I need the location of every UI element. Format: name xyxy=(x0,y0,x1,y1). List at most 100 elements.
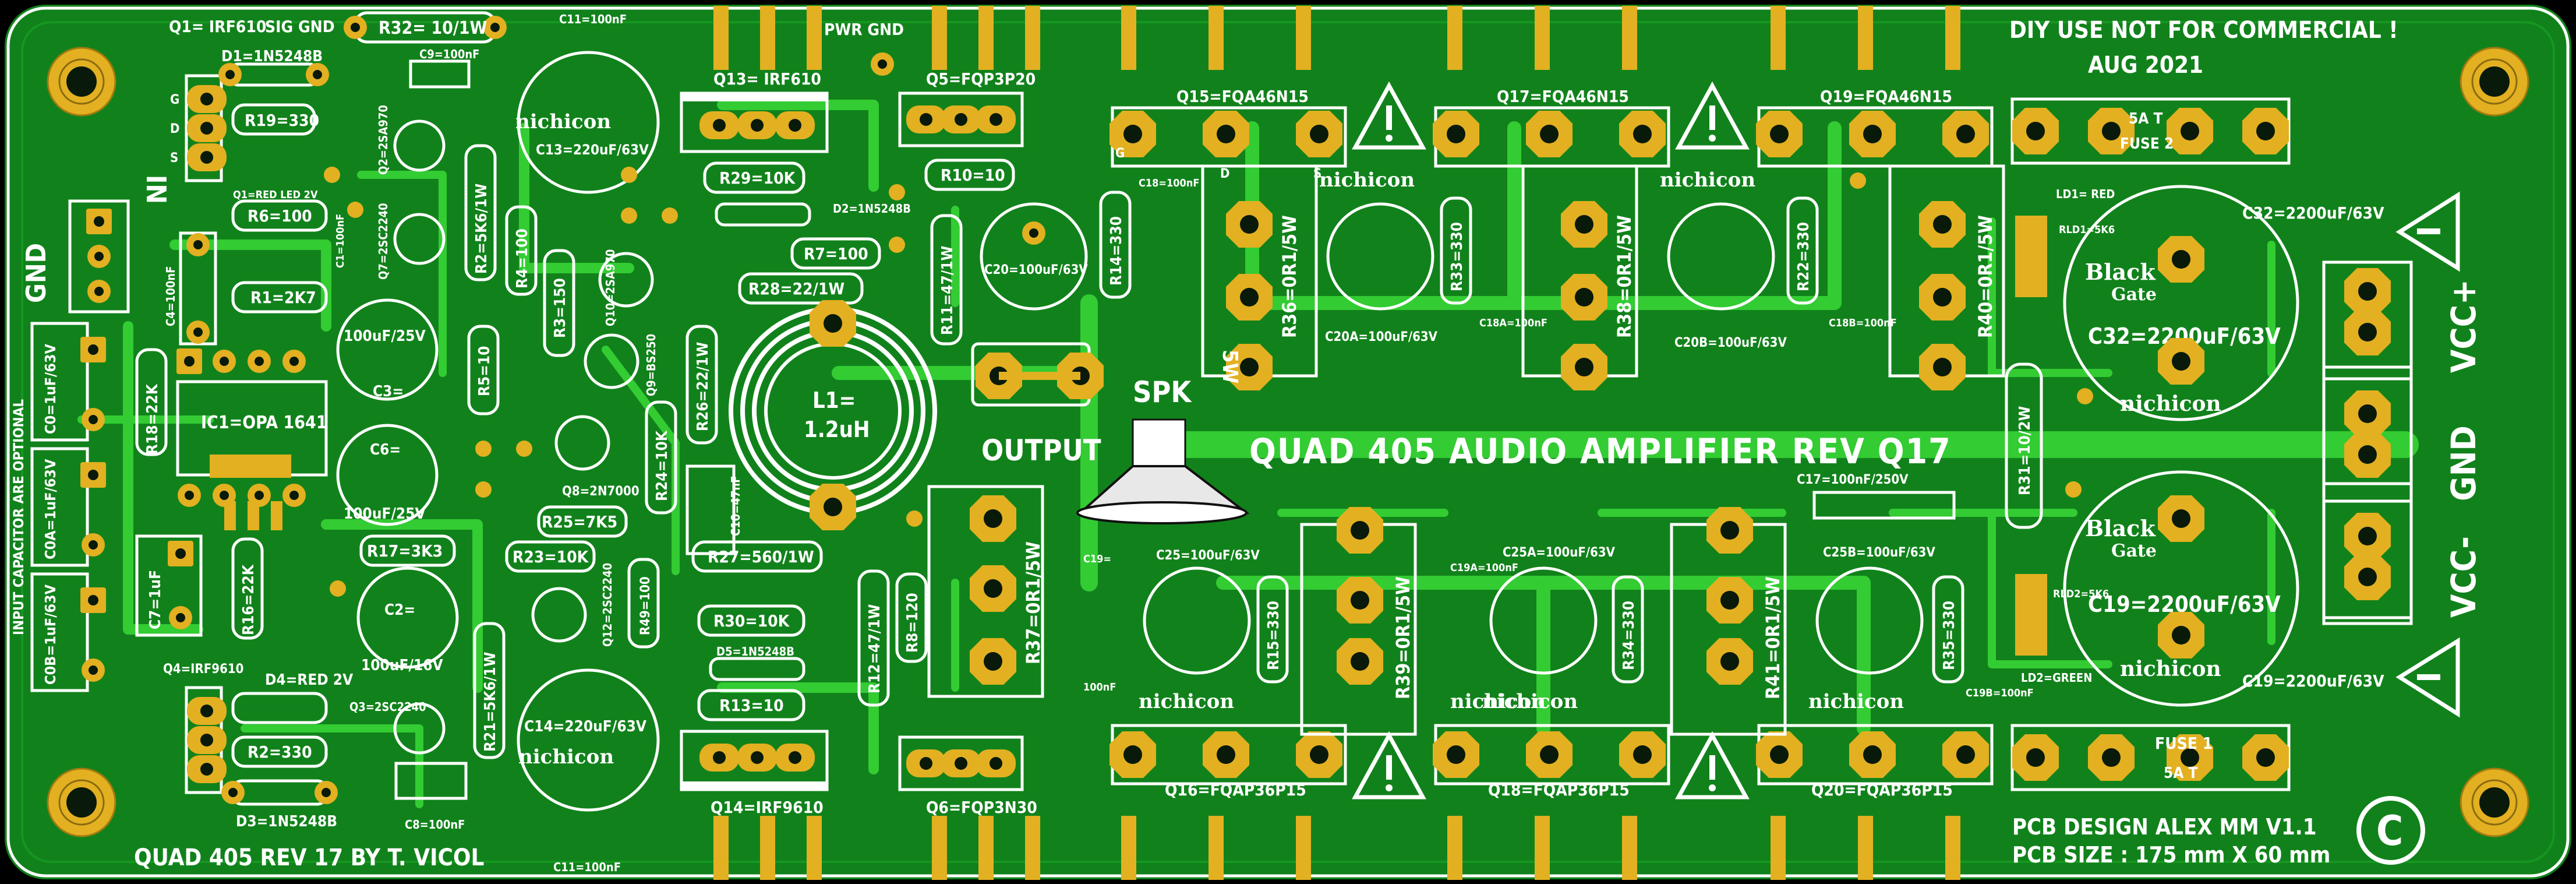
c4-label: C4=100nF xyxy=(164,266,178,326)
mounting-hole-tl xyxy=(47,47,116,117)
c19b-label: C19B=100nF xyxy=(1966,687,2034,699)
q10-label: Q10=2SA970 xyxy=(603,249,617,326)
mounting-hole-bl xyxy=(47,767,116,837)
c19s-value: 100nF xyxy=(1083,681,1116,693)
sig-gnd-label: SIG GND xyxy=(265,17,335,36)
r17-label: R17=3K3 xyxy=(367,541,443,561)
c7-label: C7=1uF xyxy=(147,570,164,629)
c32-brand-nichicon: nichicon xyxy=(2120,392,2221,416)
c6-value: 100uF/25V xyxy=(344,505,426,523)
q20-label: Q20=FQAP36P15 xyxy=(1811,780,1953,800)
c19-brand-gate: Gate xyxy=(2111,541,2157,561)
ic1-label: IC1=OPA 1641 xyxy=(201,413,327,433)
ld2-label: LD2=GREEN xyxy=(2021,671,2092,685)
gnd-label-left: GND xyxy=(20,243,52,303)
c25b-label: C25B=100uF/63V xyxy=(1823,545,1935,560)
r27-label: R27=560/1W xyxy=(708,547,814,566)
c3-label: C3= xyxy=(373,383,404,400)
c32-brand-black: Black xyxy=(2085,259,2155,285)
q4-label: Q4=IRF9610 xyxy=(163,662,243,677)
c11-bot-label: C11=100nF xyxy=(553,860,621,874)
q18-mosfet: Q18=FQAP36P15 xyxy=(1433,724,1670,800)
c32-capacitor: Black Gate C32=2200uF/63V nichicon C32=2… xyxy=(2063,185,2384,421)
spk-label: SPK xyxy=(1133,375,1192,409)
c25-label: C25=100uF/63V xyxy=(1156,548,1260,563)
r40-label: R40=0R1/5W xyxy=(1974,215,1997,338)
r3-label: R3=150 xyxy=(552,278,569,338)
inductor-label: L1= xyxy=(812,388,856,413)
c19-capacitor: Black Gate C19=2200uF/63V nichicon C19=2… xyxy=(2063,470,2384,707)
q14-q6-group: R30=10K D5=1N5248B R13=10 Q14=IRF9610 Q6… xyxy=(680,604,1037,817)
r1-label: R1=2K7 xyxy=(250,288,316,307)
r16-label: R16=22K xyxy=(240,564,257,635)
c14-capacitor: C14=220uF/63V nichicon C11=100nF xyxy=(517,668,660,874)
design-label: PCB DESIGN ALEX MM V1.1 xyxy=(2012,814,2317,840)
r6-label: R6=100 xyxy=(248,206,312,226)
nichicon-c20b: nichicon xyxy=(1660,168,1755,192)
fuse-1: FUSE 1 5A T xyxy=(2010,724,2291,791)
c2-label: C2= xyxy=(384,601,415,619)
c18a-label: C18A=100nF xyxy=(1479,317,1547,329)
q1-group: Q1= IRF610 G D S D1=1N5248B R19=330 Q1=R… xyxy=(164,17,329,346)
c17-label: C17=100nF/250V xyxy=(1797,473,1909,487)
gate-resistors: R14=330 C18=100nF nichicon C20A=100uF/63… xyxy=(1083,168,2034,713)
notice-line-2: AUG 2021 xyxy=(2088,52,2203,79)
ic1-opamp: IC1=OPA 1641 xyxy=(176,348,328,530)
r36-resistor: R36=0R1/5W 5W xyxy=(1201,164,1318,390)
r38-resistor: R38=0R1/5W xyxy=(1521,164,1638,390)
c9-label: C9=100nF xyxy=(419,47,479,61)
q1-pin-s: S xyxy=(170,151,178,165)
output-label: OUTPUT xyxy=(981,434,1101,467)
c0-label: C0=1uF/63V xyxy=(42,343,59,434)
q16-label: Q16=FQAP36P15 xyxy=(1165,780,1306,800)
c0a-label: C0A=1uF/63V xyxy=(42,459,59,559)
q19-label: Q19=FQA46N15 xyxy=(1820,87,1952,106)
output-filter: R11=47/1W C20=100uF/63V R12=47/1W R8=120 xyxy=(857,202,1104,707)
r37-label: R37=0R1/5W xyxy=(1022,541,1044,664)
size-label: PCB SIZE : 175 mm X 60 mm xyxy=(2012,842,2330,868)
c19a-label: C19A=100nF xyxy=(1450,562,1518,574)
c20-label: C20=100uF/63V xyxy=(984,263,1088,277)
r26-label: R26=22/1W xyxy=(694,341,712,431)
r14-label: R14=330 xyxy=(1108,216,1125,286)
r41-label: R41=0R1/5W xyxy=(1762,576,1784,699)
c19-label: C19=2200uF/63V xyxy=(2242,671,2384,691)
fuse1-rating: 5A T xyxy=(2164,765,2198,782)
r31-label: R31=10/2W xyxy=(2016,406,2034,495)
q15-label: Q15=FQA46N15 xyxy=(1176,87,1309,106)
q17-label: Q17=FQA46N15 xyxy=(1497,87,1629,106)
q15-pin-g: G xyxy=(1115,146,1125,161)
warning-icon-6 xyxy=(2395,637,2460,718)
nichicon-c25b: nichicon xyxy=(1808,690,1904,713)
q15-pin-d: D xyxy=(1220,167,1229,181)
c25a-label: C25A=100uF/63V xyxy=(1503,545,1616,560)
pwr-gnd-label: PWR GND xyxy=(824,20,904,39)
r10-label: R10=10 xyxy=(941,165,1005,185)
board-title: QUAD 405 AUDIO AMPLIFIER REV Q17 xyxy=(1249,431,1952,472)
r49-label: R49=100 xyxy=(638,576,653,635)
copyright-icon: C xyxy=(2356,796,2425,865)
rld1-label: RLD1=5K6 xyxy=(2059,224,2115,236)
c20a-label: C20A=100uF/63V xyxy=(1325,330,1438,344)
rld2-label: RLD2=5K6 xyxy=(2053,588,2109,600)
r41-resistor: R41=0R1/5W xyxy=(1670,507,1787,736)
r18-label: R18=22K xyxy=(144,383,161,455)
power-indicators: R31=10/2W LD1= RED RLD1=5K6 RLD2=5K6 LD2… xyxy=(2005,187,2115,685)
c10-label: C10=47nF xyxy=(729,476,743,536)
q9-label: Q9=BS250 xyxy=(644,334,658,396)
c19-brand-nichicon: nichicon xyxy=(2120,657,2221,681)
q6-label: Q6=FQP3N30 xyxy=(926,798,1037,817)
q20-mosfet: Q20=FQAP36P15 xyxy=(1756,724,1994,800)
r21-label: R21=5K6/1W xyxy=(482,651,499,752)
vas-section: R32= 10/1W C9=100nF Q2=2SA970 Q7=2SC2240… xyxy=(344,11,538,832)
input-capacitors: C0=1uF/63V C0A=1uF/63V C0B=1uF/63V xyxy=(30,322,106,692)
c13-brand: nichicon xyxy=(515,110,611,133)
r38-label: R38=0R1/5W xyxy=(1613,215,1635,338)
c32-label: C32=2200uF/63V xyxy=(2242,203,2384,223)
fuse1-label: FUSE 1 xyxy=(2155,734,2213,753)
nichicon-c19a: nichicon xyxy=(1450,690,1546,713)
c14-label: C14=220uF/63V xyxy=(524,718,646,735)
input-connector: IN GND SIG GND INPUT CAPACITOR ARE OPTIO… xyxy=(10,17,335,635)
r36-label: R36=0R1/5W xyxy=(1278,215,1301,338)
power-connector: VCC+ GND VCC- xyxy=(2322,260,2483,625)
